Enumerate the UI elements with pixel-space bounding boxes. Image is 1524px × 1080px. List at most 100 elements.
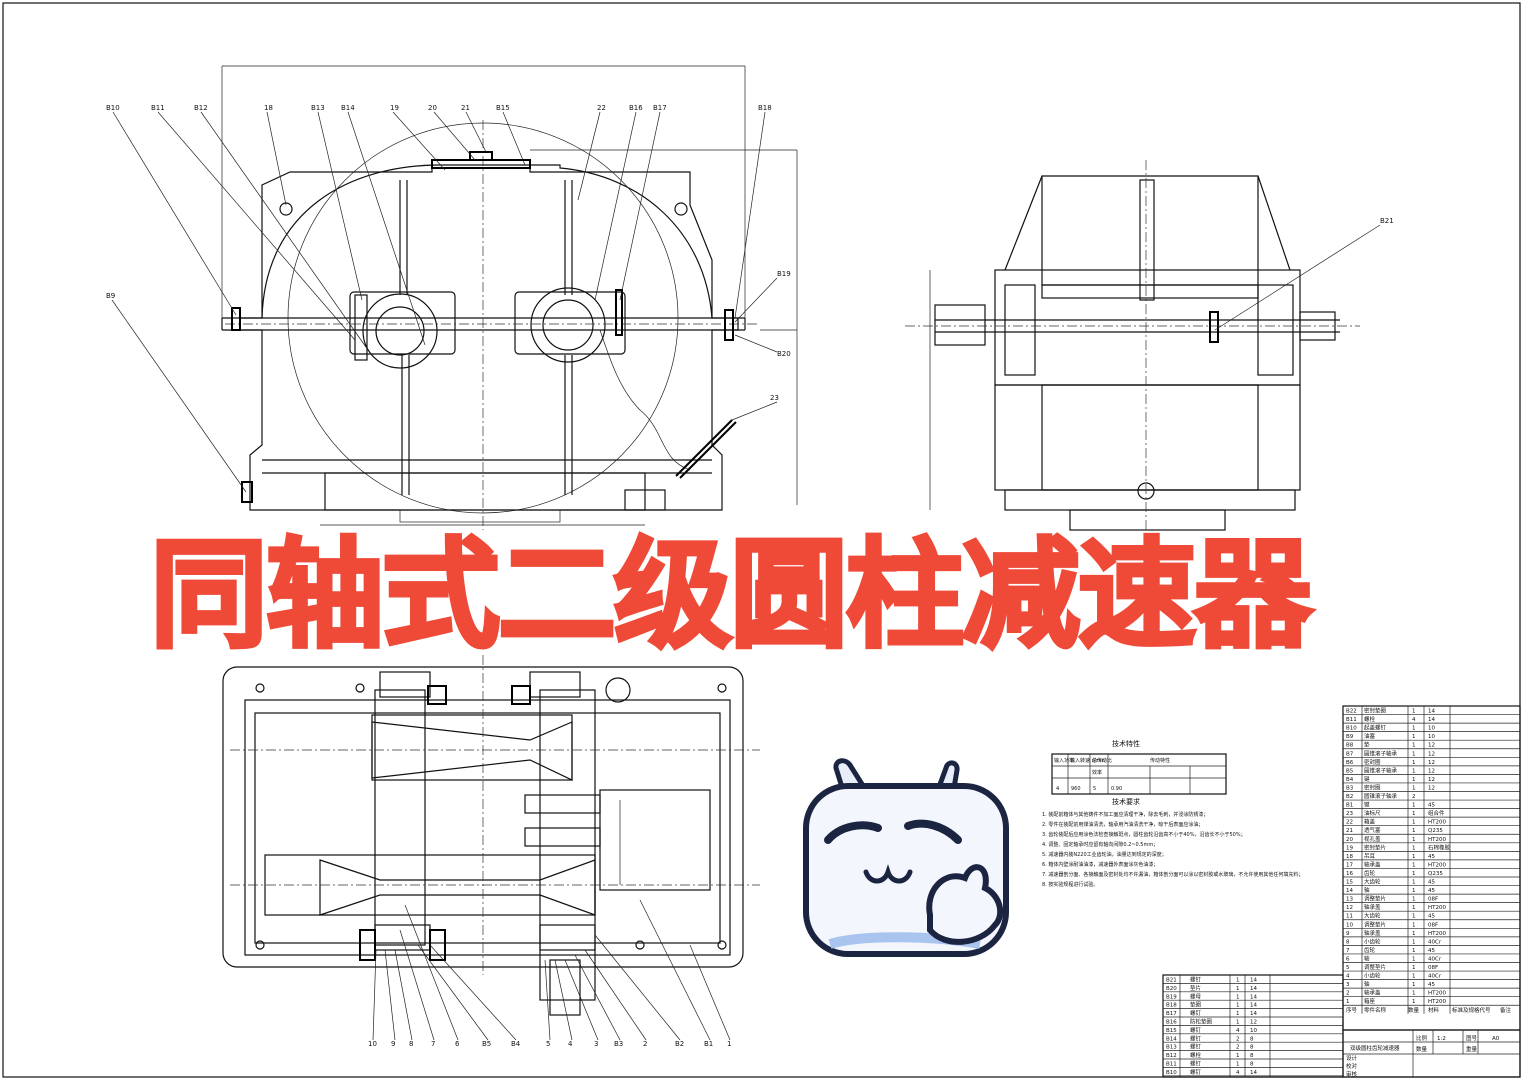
side-view: B21 (905, 160, 1394, 540)
part-no: 3 (1346, 982, 1350, 988)
small-part-spec: 14 (1250, 1070, 1257, 1076)
part-no: 11 (1346, 914, 1353, 920)
small-part-name: 螺钉 (1190, 1043, 1202, 1051)
mascot-sticker (803, 758, 1009, 957)
part-no: B1 (1346, 803, 1353, 809)
tech-requirement-line: 6. 箱体内壁涂耐油油漆，减速器外表面涂灰色油漆； (1042, 861, 1158, 868)
scale-value: 1:2 (1437, 1036, 1446, 1042)
part-name: 轴 (1364, 954, 1370, 962)
part-name: 圆锥滚子轴承 (1364, 792, 1398, 800)
small-part-spec: 14 (1250, 978, 1257, 984)
part-name: 轴承盖 (1364, 989, 1381, 997)
callout: B15 (496, 104, 510, 112)
part-name: 轴 (1364, 980, 1370, 988)
callout: B1 (704, 1040, 713, 1048)
part-qty: 1 (1412, 880, 1416, 886)
part-name: 吊耳 (1364, 853, 1376, 860)
part-name: 小齿轮 (1364, 972, 1381, 980)
part-name: 键 (1364, 775, 1370, 783)
part-material: 40Cr (1428, 939, 1442, 945)
part-no: 1 (1346, 999, 1350, 1005)
callout: 18 (264, 104, 273, 112)
part-no: 19 (1346, 845, 1353, 851)
callout: 20 (428, 104, 437, 112)
callout: 3 (594, 1040, 598, 1048)
spec-value: 0.90 (1111, 786, 1122, 792)
designer-label: 设计 (1346, 1054, 1358, 1062)
part-material: 12 (1428, 751, 1435, 757)
part-qty: 1 (1412, 709, 1416, 715)
callout: B14 (341, 104, 355, 112)
part-qty: 1 (1412, 751, 1416, 757)
part-name: 视孔盖 (1364, 835, 1381, 843)
part-material: 40Cr (1428, 974, 1442, 980)
small-part-name: 螺母 (1190, 992, 1202, 1000)
callout: B4 (511, 1040, 521, 1048)
small-part-name: 垫片 (1190, 984, 1201, 992)
callout: 2 (643, 1040, 647, 1048)
part-qty: 1 (1412, 828, 1416, 834)
callout: B19 (777, 270, 791, 278)
part-material: 45 (1428, 914, 1435, 920)
small-part-spec: 14 (1250, 1003, 1257, 1009)
part-name: 齿轮 (1364, 869, 1376, 877)
small-part-qty: 1 (1236, 986, 1240, 992)
part-material: 组合件 (1428, 809, 1445, 817)
part-qty: 1 (1412, 845, 1416, 851)
part-name: 垫 (1364, 741, 1370, 749)
small-part-qty: 4 (1236, 1028, 1240, 1034)
part-qty: 1 (1412, 837, 1416, 843)
part-no: 10 (1346, 922, 1353, 928)
part-name: 轴承盖 (1364, 929, 1381, 937)
tech-requirement-line: 8. 按实验规程进行试验。 (1042, 881, 1098, 888)
part-name: 键 (1364, 801, 1370, 809)
small-part-spec: 14 (1250, 986, 1257, 992)
part-no: B22 (1346, 709, 1357, 715)
small-part-no: B17 (1166, 1011, 1177, 1017)
part-qty: 1 (1412, 811, 1416, 817)
scale-label: 比例 (1416, 1034, 1428, 1042)
part-no: 14 (1346, 888, 1353, 894)
approver-label: 审核 (1346, 1070, 1358, 1078)
small-part-spec: 8 (1250, 1036, 1254, 1042)
callout: B21 (1380, 217, 1394, 225)
part-name: 调整垫片 (1364, 920, 1386, 928)
drawing-no: A0 (1492, 1036, 1500, 1042)
small-part-qty: 1 (1236, 1053, 1240, 1059)
part-name: 透气塞 (1364, 826, 1381, 834)
part-material: 12 (1428, 768, 1435, 774)
part-material: 45 (1428, 880, 1435, 886)
part-qty: 4 (1412, 717, 1416, 723)
part-no: 18 (1346, 854, 1353, 860)
callout: 1 (727, 1040, 731, 1048)
part-name: 调整垫片 (1364, 895, 1386, 903)
small-part-spec: 8 (1250, 1053, 1254, 1059)
small-part-name: 螺钉 (1190, 1060, 1202, 1068)
part-material: 45 (1428, 803, 1435, 809)
spec-header: 输入功率 (1054, 757, 1074, 764)
part-no: 5 (1346, 965, 1350, 971)
part-no: B5 (1346, 768, 1354, 774)
small-part-spec: 14 (1250, 994, 1257, 1000)
part-no: 15 (1346, 880, 1353, 886)
part-name: 齿轮 (1364, 946, 1376, 954)
small-part-no: B19 (1166, 994, 1177, 1000)
part-qty: 1 (1412, 931, 1416, 937)
part-no: 22 (1346, 820, 1353, 826)
small-part-qty: 2 (1236, 1036, 1240, 1042)
part-material: Q235 (1428, 871, 1443, 877)
part-material: 12 (1428, 777, 1435, 783)
small-part-name: 螺钉 (1190, 1009, 1202, 1017)
callout: B3 (614, 1040, 623, 1048)
part-no: B6 (1346, 760, 1354, 766)
small-part-spec: 10 (1250, 1028, 1257, 1034)
callout: B10 (106, 104, 120, 112)
part-qty: 1 (1412, 939, 1416, 945)
part-qty: 1 (1412, 999, 1416, 1005)
callout: B18 (758, 104, 772, 112)
part-qty: 1 (1412, 905, 1416, 911)
part-material: HT200 (1428, 837, 1446, 843)
part-material: 10 (1428, 734, 1435, 740)
part-no: B11 (1346, 717, 1357, 723)
